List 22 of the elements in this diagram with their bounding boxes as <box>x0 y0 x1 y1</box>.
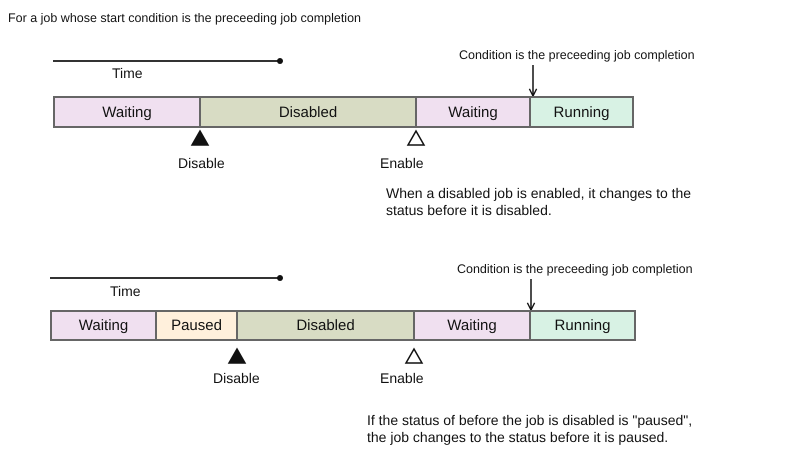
status-segment: Running <box>529 310 636 341</box>
status-segment: Disabled <box>199 96 417 128</box>
event-label: Enable <box>380 370 424 387</box>
condition-note: Condition is the preceeding job completion <box>459 48 695 62</box>
status-segment: Disabled <box>236 310 415 341</box>
explanation-note: If the status of before the job is disabled is "paused", the job changes to the status before it is paused. <box>367 412 694 446</box>
axis-label: Time <box>112 65 143 82</box>
diagram-title: For a job whose start condition is the preceeding job completion <box>8 11 361 25</box>
status-segment: Waiting <box>415 96 531 128</box>
status-segment: Running <box>529 96 634 128</box>
axis-label: Time <box>110 283 141 300</box>
leader-arrow <box>528 65 538 97</box>
explanation-note: When a disabled job is enabled, it changes to the status before it is disabled. <box>386 185 692 219</box>
event-label: Enable <box>380 155 424 172</box>
event-label: Disable <box>178 155 225 172</box>
event-label: Disable <box>213 370 260 387</box>
status-segment: Waiting <box>50 310 157 341</box>
status-segment: Waiting <box>413 310 531 341</box>
status-segment: Waiting <box>53 96 201 128</box>
condition-note: Condition is the preceeding job completion <box>457 262 693 276</box>
leader-arrow <box>526 279 536 311</box>
status-segment: Paused <box>155 310 238 341</box>
